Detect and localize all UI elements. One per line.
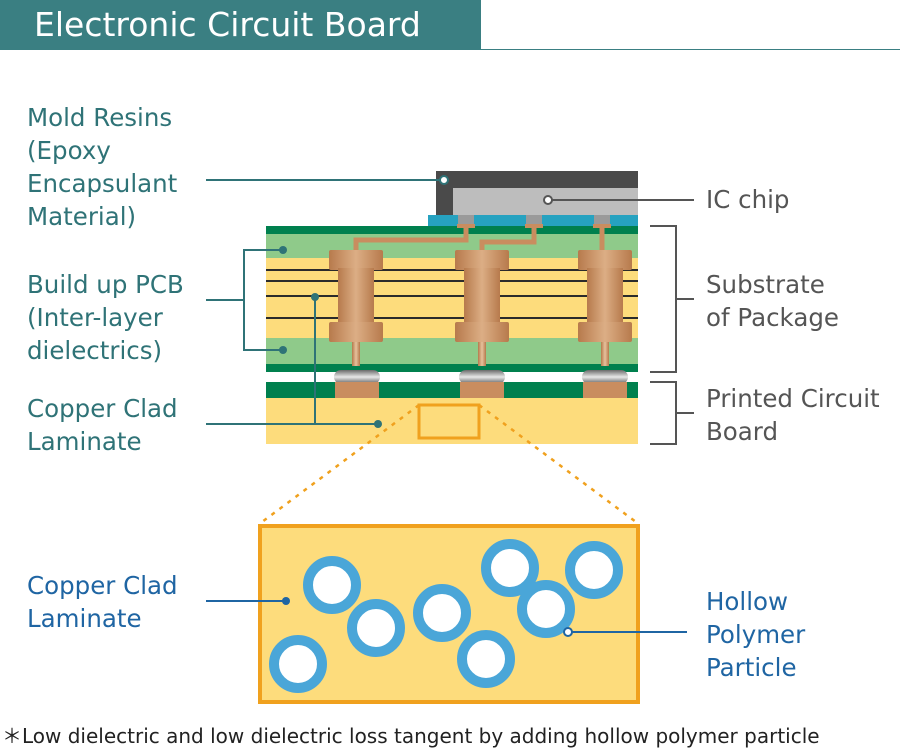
bracket-substrate: [650, 225, 694, 373]
zoom-guide-left: [261, 403, 420, 524]
leader-hollow-particle: [563, 627, 687, 637]
leader-copper-clad-laminate: [206, 293, 382, 428]
leader-build-up-pcb: [206, 246, 287, 354]
label-copper-clad-laminate: Copper Clad Laminate: [27, 394, 178, 456]
copper-via-right: [578, 250, 632, 366]
micro-bumps: [457, 215, 611, 228]
zoom-region-marker: [417, 403, 481, 440]
bracket-printed-circuit-board: [650, 381, 694, 445]
leader-ic-chip: [543, 195, 694, 205]
label-zoom-copper-clad-laminate: Copper Clad Laminate: [27, 571, 178, 633]
footnote: ＊Low dielectric and low dielectric loss …: [2, 724, 820, 748]
solder-balls: [334, 370, 628, 384]
label-substrate-of-package: Substrate of Package: [706, 270, 839, 332]
copper-via-center: [455, 250, 509, 366]
label-build-up-pcb: Build up PCB (Inter-layer dielectrics): [27, 270, 184, 365]
page-title: Electronic Circuit Board: [34, 5, 421, 44]
printed-circuit-board: [266, 382, 638, 444]
title-rule: [481, 49, 900, 50]
label-ic-chip: IC chip: [706, 185, 790, 214]
zoom-guide-right: [478, 403, 637, 524]
label-mold-resins: Mold Resins (Epoxy Encapsulant Material): [27, 103, 178, 231]
package-substrate: [266, 226, 638, 372]
hollow-polymer-particles: [269, 539, 623, 693]
label-printed-circuit-board: Printed Circuit Board: [706, 384, 880, 446]
leader-zoom-laminate: [206, 597, 290, 605]
leader-mold-resins: [206, 175, 449, 185]
copper-via-left: [329, 250, 383, 366]
label-hollow-polymer-particle: Hollow Polymer Particle: [706, 587, 806, 682]
title-bar: [0, 0, 481, 50]
copper-traces: [353, 228, 605, 252]
pcb-pads: [335, 382, 627, 398]
